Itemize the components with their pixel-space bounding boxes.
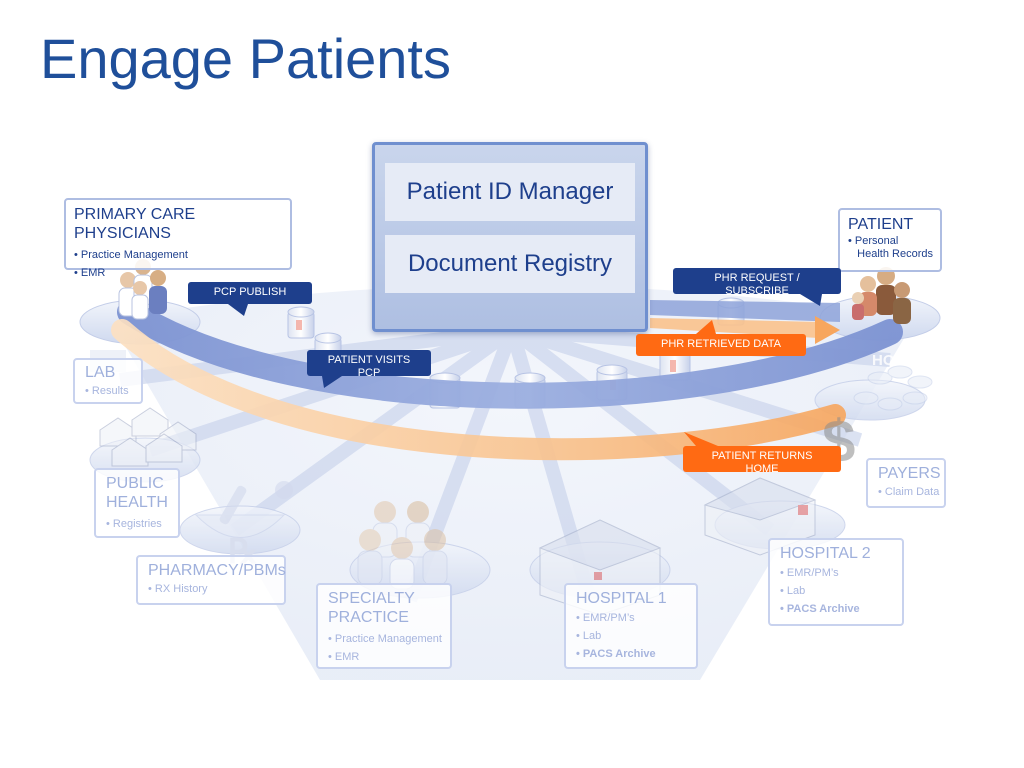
node-lab: LAB • Results bbox=[73, 358, 143, 404]
node-hospital-2: HOSPITAL 2 • EMR/PM’s • Lab • PACS Archi… bbox=[768, 538, 904, 626]
node-items: • Registries bbox=[106, 515, 168, 533]
node-item: • Lab bbox=[576, 630, 602, 642]
hub-box: Patient ID Manager Document Registry bbox=[372, 142, 648, 332]
callout-pointer bbox=[322, 376, 342, 388]
node-title: PRIMARY CARE PHYSICIANS bbox=[74, 206, 196, 242]
node-title: HOSPITAL 2 bbox=[780, 545, 871, 562]
node-title: PHARMACY/PBMs bbox=[148, 562, 286, 579]
node-items: • Practice Management • EMR bbox=[328, 630, 442, 666]
node-hospital-1: HOSPITAL 1 • EMR/PM’s • Lab • PACS Archi… bbox=[564, 583, 698, 669]
node-item: • Practice Management bbox=[74, 249, 188, 261]
node-item: • Registries bbox=[106, 518, 162, 530]
node-items: • Practice Management • EMR bbox=[74, 246, 282, 282]
node-title: LAB bbox=[85, 364, 116, 381]
node-pharmacy: PHARMACY/PBMs • RX History bbox=[136, 555, 286, 605]
node-item: • Claim Data bbox=[878, 486, 940, 498]
houses-icon bbox=[99, 407, 197, 467]
node-item: • RX History bbox=[148, 583, 208, 595]
node-public-health: PUBLIC HEALTH • Registries bbox=[94, 468, 180, 538]
callout-pointer bbox=[228, 304, 248, 316]
blue-flow-arc bbox=[117, 299, 903, 409]
node-item: • Results bbox=[85, 385, 129, 397]
node-title: SPECIALTY PRACTICE bbox=[328, 590, 415, 626]
document-registry: Document Registry bbox=[385, 235, 635, 293]
page-title: Engage Patients bbox=[40, 27, 451, 90]
callout-phr-retrieved: PHR RETRIEVED DATA bbox=[636, 334, 806, 356]
home-label: HOME bbox=[872, 352, 917, 369]
node-item: • PACS Archive bbox=[780, 603, 860, 615]
node-item: Health Records bbox=[848, 248, 933, 260]
node-item: • EMR/PM’s bbox=[576, 612, 635, 624]
callout-patient-visits: PATIENT VISITS PCP bbox=[307, 350, 431, 376]
node-items: • Personal Health Records bbox=[848, 235, 933, 261]
node-primary-care: PRIMARY CARE PHYSICIANS • Practice Manag… bbox=[64, 198, 292, 279]
node-title: PATIENT bbox=[848, 216, 914, 233]
callout-pointer bbox=[800, 294, 822, 306]
node-payers: PAYERS • Claim Data bbox=[866, 458, 946, 508]
node-item: • PACS Archive bbox=[576, 648, 656, 660]
orange-top-band bbox=[650, 318, 832, 338]
node-items: • EMR/PM’s • Lab • PACS Archive bbox=[780, 564, 892, 618]
node-items: • RX History bbox=[148, 580, 274, 598]
callout-patient-returns: PATIENT RETURNS HOME bbox=[683, 446, 841, 472]
home-ring-icon bbox=[853, 365, 933, 411]
node-item: • EMR bbox=[328, 651, 360, 663]
node-item: • EMR bbox=[74, 267, 106, 279]
node-item: • Lab bbox=[780, 585, 806, 597]
blue-top-band bbox=[650, 300, 840, 322]
node-title: PAYERS bbox=[878, 465, 941, 482]
node-items: • EMR/PM’s • Lab • PACS Archive bbox=[576, 609, 686, 663]
node-specialty-practice: SPECIALTY PRACTICE • Practice Management… bbox=[316, 583, 452, 669]
node-item: • EMR/PM’s bbox=[780, 567, 839, 579]
orange-flow-arc bbox=[111, 319, 846, 461]
node-item: • Practice Management bbox=[328, 633, 442, 645]
node-title: PUBLIC HEALTH bbox=[106, 475, 168, 511]
callout-pcp-publish: PCP PUBLISH bbox=[188, 282, 312, 304]
node-patient: PATIENT • Personal Health Records bbox=[838, 208, 942, 272]
mortar-pestle-icon bbox=[194, 481, 293, 538]
patient-id-manager: Patient ID Manager bbox=[385, 163, 635, 221]
node-items: • Results bbox=[85, 382, 131, 400]
callout-pointer bbox=[684, 432, 718, 446]
hospital-building-icon bbox=[703, 477, 817, 556]
callout-pointer bbox=[696, 320, 716, 334]
node-title: HOSPITAL 1 bbox=[576, 590, 667, 607]
callout-phr-request: PHR REQUEST / SUBSCRIBE bbox=[673, 268, 841, 294]
node-item: • Personal bbox=[848, 235, 899, 247]
orange-arrowhead bbox=[815, 316, 840, 344]
specialists-group-icon bbox=[357, 501, 448, 590]
node-items: • Claim Data bbox=[878, 483, 940, 501]
